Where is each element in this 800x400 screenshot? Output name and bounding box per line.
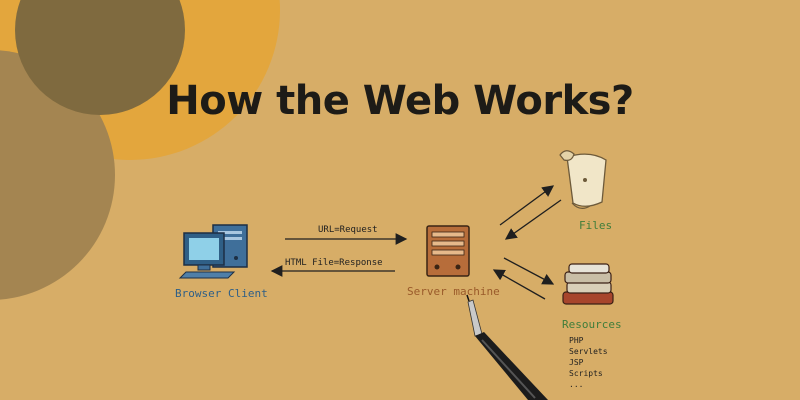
bg-circle-dark: [15, 0, 185, 115]
browser-label: Browser Client: [175, 287, 268, 300]
page-title: How the Web Works?: [166, 78, 634, 124]
server-to-files-arrow: [499, 185, 555, 226]
resources-to-server-arrow: [492, 269, 546, 300]
pen-icon: [466, 294, 548, 400]
server-to-resources-arrow: [503, 257, 555, 285]
server-icon: [426, 225, 470, 277]
request-label: URL=Request: [318, 225, 378, 235]
resource-item: Servlets: [569, 347, 608, 356]
response-label: HTML File=Response: [285, 258, 383, 268]
files-label: Files: [579, 219, 612, 232]
scroll-icon: [559, 150, 607, 209]
resource-item: PHP: [569, 336, 584, 345]
computer-icon: [178, 224, 248, 279]
resource-item: JSP: [569, 358, 584, 367]
files-to-server-arrow: [504, 199, 562, 240]
server-label: Server machine: [407, 285, 500, 298]
resource-item: ...: [569, 380, 583, 389]
resources-label: Resources: [562, 318, 622, 331]
resource-list: PHP Servlets JSP Scripts ...: [569, 336, 608, 389]
books-icon: [562, 263, 614, 305]
resource-item: Scripts: [569, 369, 603, 378]
